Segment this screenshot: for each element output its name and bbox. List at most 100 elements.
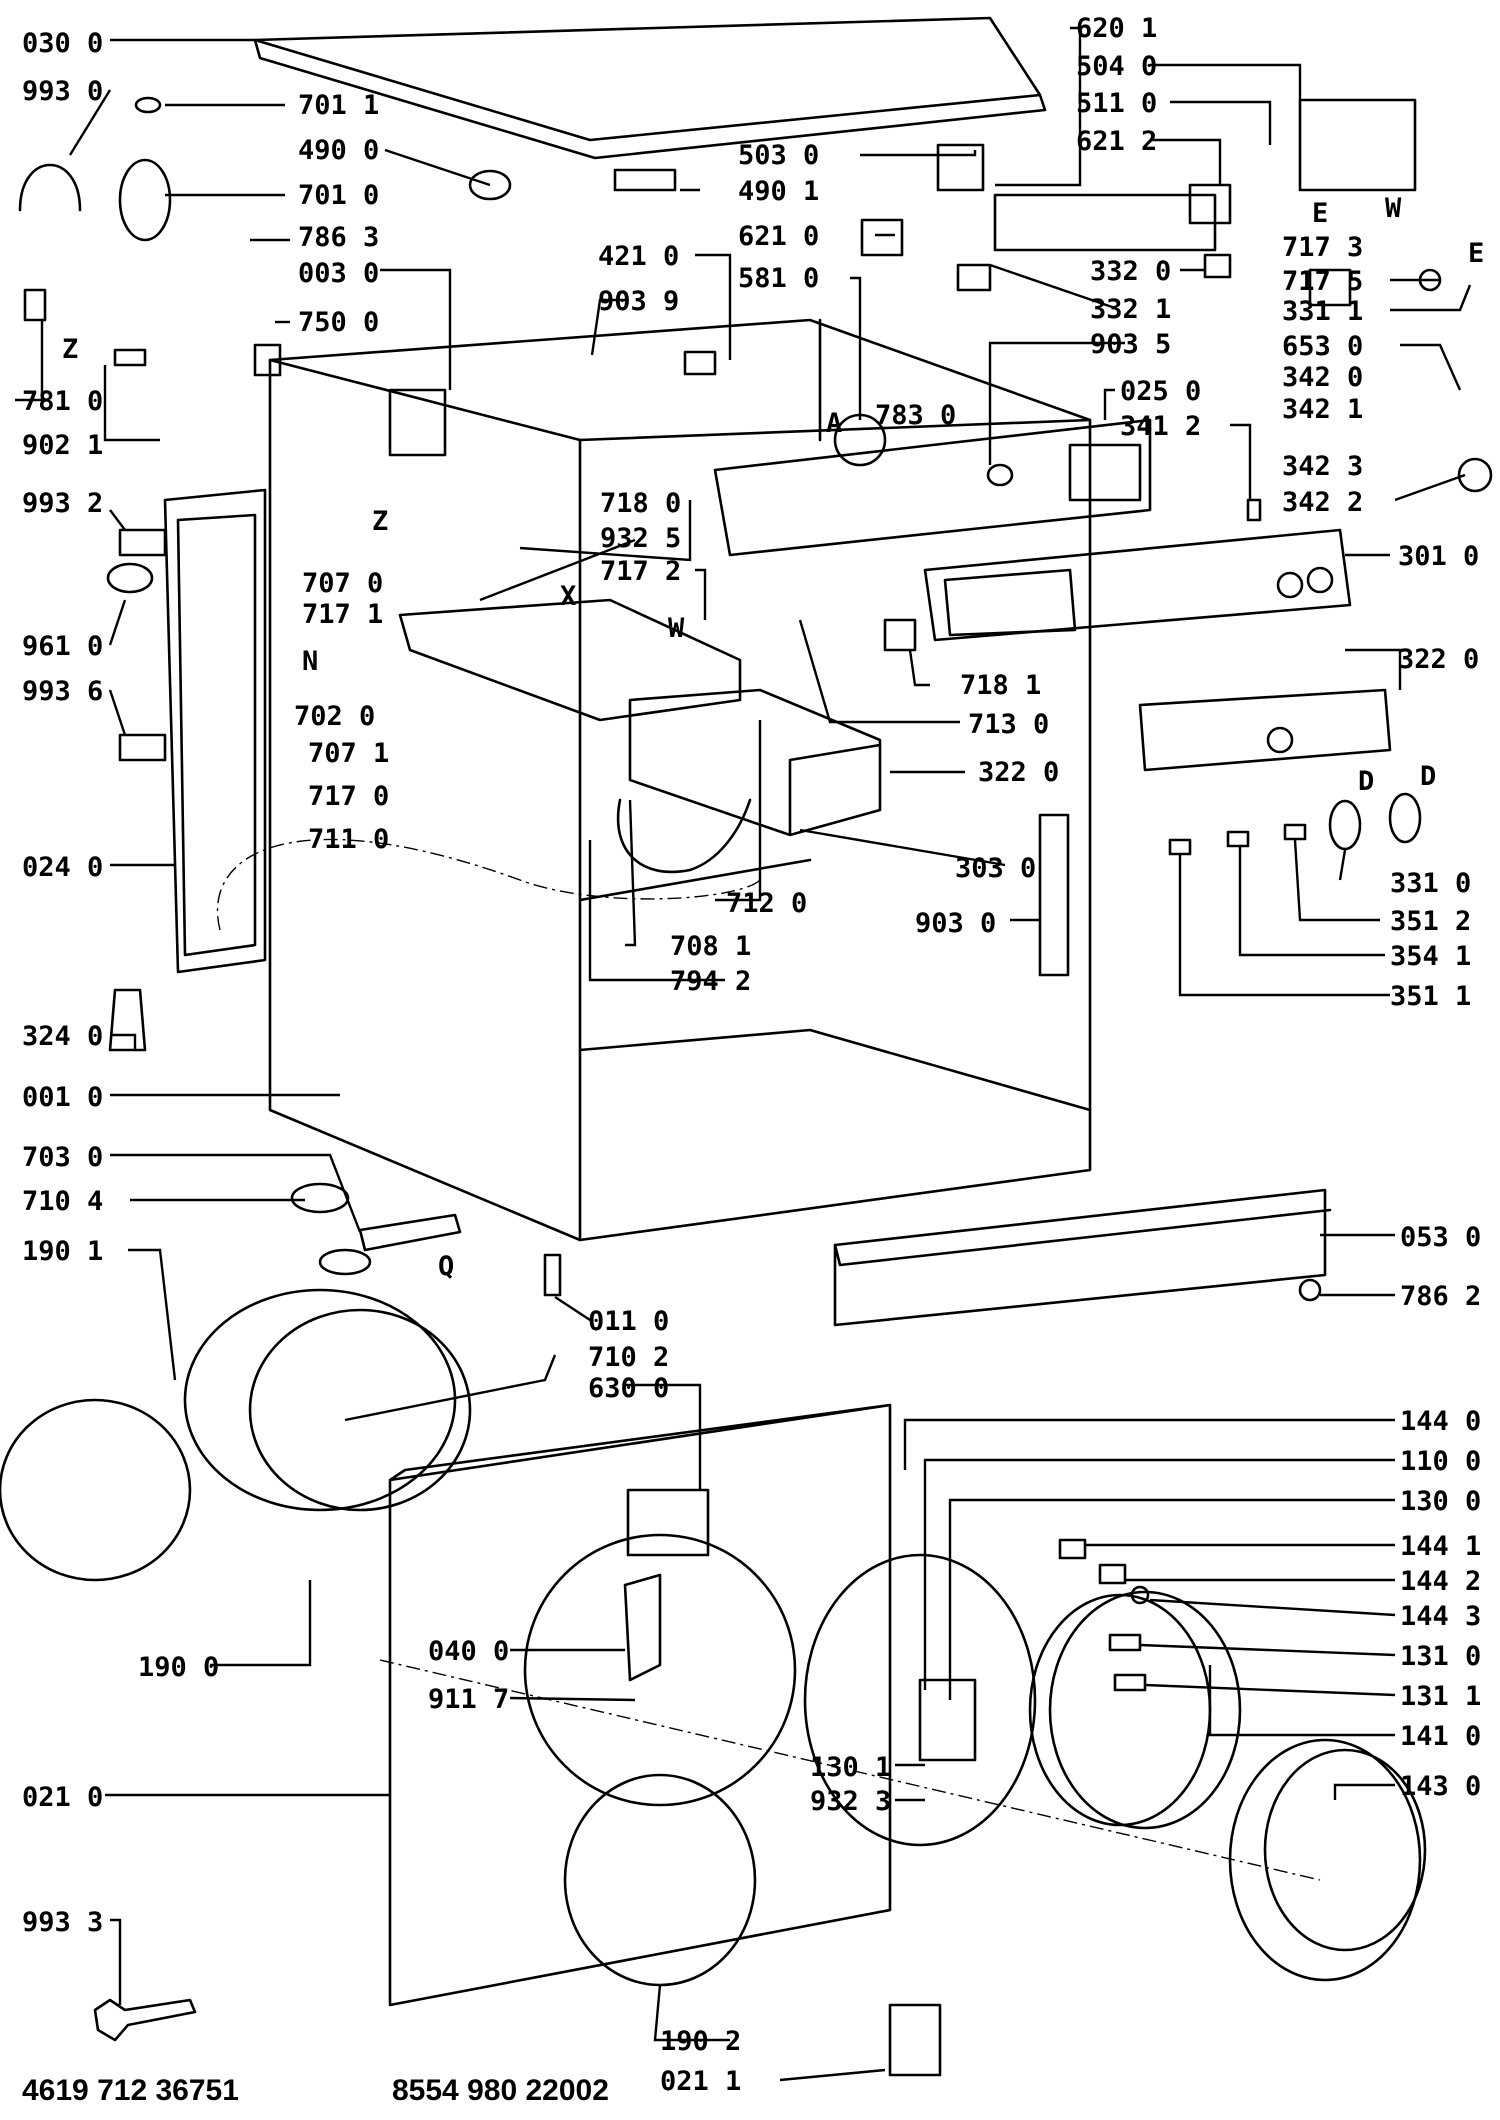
label-131-1: 131 1 (1400, 1681, 1481, 1712)
label-708-1: 708 1 (670, 931, 751, 962)
label-717-2: 717 2 (600, 556, 681, 587)
label-786-3: 786 3 (298, 222, 379, 253)
label-911-7: 911 7 (428, 1684, 509, 1715)
label-053-0: 053 0 (1400, 1222, 1481, 1253)
component-490-0 (468, 169, 512, 201)
label-E-top: E (1312, 198, 1328, 229)
cabinet-body (268, 318, 1092, 1242)
label-701-0: 701 0 (298, 180, 379, 211)
front-panel (388, 1403, 892, 2007)
label-130-0: 130 0 (1400, 1486, 1481, 1517)
label-030-0: 030 0 (22, 28, 103, 59)
label-342-1: 342 1 (1282, 394, 1363, 425)
label-144-1: 144 1 (1400, 1531, 1481, 1562)
label-190-0: 190 0 (138, 1652, 219, 1683)
drawing-number: 4619 712 36751 (22, 2074, 239, 2107)
label-Q: Q (438, 1251, 454, 1282)
kick-plate (833, 1188, 1332, 1327)
label-003-0: 003 0 (298, 258, 379, 289)
label-001-0: 001 0 (22, 1082, 103, 1113)
label-786-2: 786 2 (1400, 1281, 1481, 1312)
programmer-504 (1298, 98, 1417, 192)
door-ring (803, 1553, 1037, 1847)
label-303-0: 303 0 (955, 853, 1036, 884)
label-332-0: 332 0 (1090, 256, 1171, 287)
label-993-6: 993 6 (22, 676, 103, 707)
lock-630 (626, 1488, 710, 1557)
label-993-0: 993 0 (22, 76, 103, 107)
hose-781 (23, 288, 47, 322)
label-130-1: 130 1 (810, 1752, 891, 1783)
label-794-2: 794 2 (670, 966, 751, 997)
label-707-1: 707 1 (308, 738, 389, 769)
cover-021-1 (888, 2003, 942, 2077)
switch-block-620 (993, 193, 1217, 252)
label-110-0: 110 0 (1400, 1446, 1481, 1477)
component-718-1 (883, 618, 917, 652)
switch-621-2 (1188, 183, 1232, 225)
back-panel (163, 488, 267, 974)
label-040-0: 040 0 (428, 1636, 509, 1667)
label-620-1: 620 1 (1076, 13, 1157, 44)
label-025-0: 025 0 (1120, 376, 1201, 407)
knob-right (1388, 792, 1422, 844)
label-717-1: 717 1 (302, 599, 383, 630)
hinge-130-1 (918, 1678, 977, 1762)
label-932-3: 932 3 (810, 1786, 891, 1817)
switch-332-1 (956, 263, 992, 292)
label-011-0: 011 0 (588, 1306, 669, 1337)
switch-503 (936, 143, 985, 192)
knob-left (1328, 799, 1362, 851)
label-E-right: E (1468, 238, 1484, 269)
seal-710-4 (290, 1182, 350, 1214)
label-702-0: 702 0 (294, 701, 375, 732)
component-490-1 (613, 168, 677, 192)
label-D-1: D (1358, 766, 1374, 797)
label-141-0: 141 0 (1400, 1721, 1481, 1752)
label-701-1: 701 1 (298, 90, 379, 121)
label-710-2: 710 2 (588, 1342, 669, 1373)
label-342-2: 342 2 (1282, 487, 1363, 518)
label-490-0: 490 0 (298, 135, 379, 166)
label-503-0: 503 0 (738, 140, 819, 171)
component-421 (683, 350, 717, 376)
label-A: A (826, 408, 842, 439)
label-504-0: 504 0 (1076, 51, 1157, 82)
label-717-5: 717 5 (1282, 266, 1363, 297)
label-143-0: 143 0 (1400, 1771, 1481, 1802)
label-511-0: 511 0 (1076, 88, 1157, 119)
door-frame (1228, 1738, 1422, 1982)
label-750-0: 750 0 (298, 307, 379, 338)
label-351-2: 351 2 (1390, 906, 1471, 937)
part-labels: 030 0 993 0 701 1 490 0 701 0 786 3 003 … (22, 13, 1484, 2107)
screw-144-1 (1058, 1538, 1087, 1560)
clamp-902 (113, 348, 147, 367)
label-342-0: 342 0 (1282, 362, 1363, 393)
label-021-0: 021 0 (22, 1782, 103, 1813)
lamp-342-2 (1457, 457, 1493, 493)
label-718-1: 718 1 (960, 670, 1041, 701)
label-024-0: 024 0 (22, 852, 103, 883)
component-003 (388, 388, 447, 457)
label-902-1: 902 1 (22, 430, 103, 461)
label-707-0: 707 0 (302, 568, 383, 599)
service-number: 8554 980 22002 (392, 2074, 609, 2107)
label-131-0: 131 0 (1400, 1641, 1481, 1672)
label-301-0: 301 0 (1398, 541, 1479, 572)
label-Z-mid: Z (372, 506, 388, 537)
dispenser-box (398, 598, 742, 722)
label-903-5: 903 5 (1090, 329, 1171, 360)
rail-903-0 (1038, 813, 1070, 977)
label-N: N (302, 646, 318, 677)
label-781-0: 781 0 (22, 386, 103, 417)
label-342-3: 342 3 (1282, 451, 1363, 482)
foot-993-2 (118, 528, 167, 557)
label-021-1: 021 1 (660, 2066, 741, 2097)
bracket-324 (108, 988, 147, 1052)
label-331-1: 331 1 (1282, 296, 1363, 327)
label-Z-left: Z (62, 334, 78, 365)
label-653-0: 653 0 (1282, 331, 1363, 362)
sensor-354-1 (1226, 830, 1250, 848)
label-710-4: 710 4 (22, 1186, 103, 1217)
label-621-2: 621 2 (1076, 126, 1157, 157)
